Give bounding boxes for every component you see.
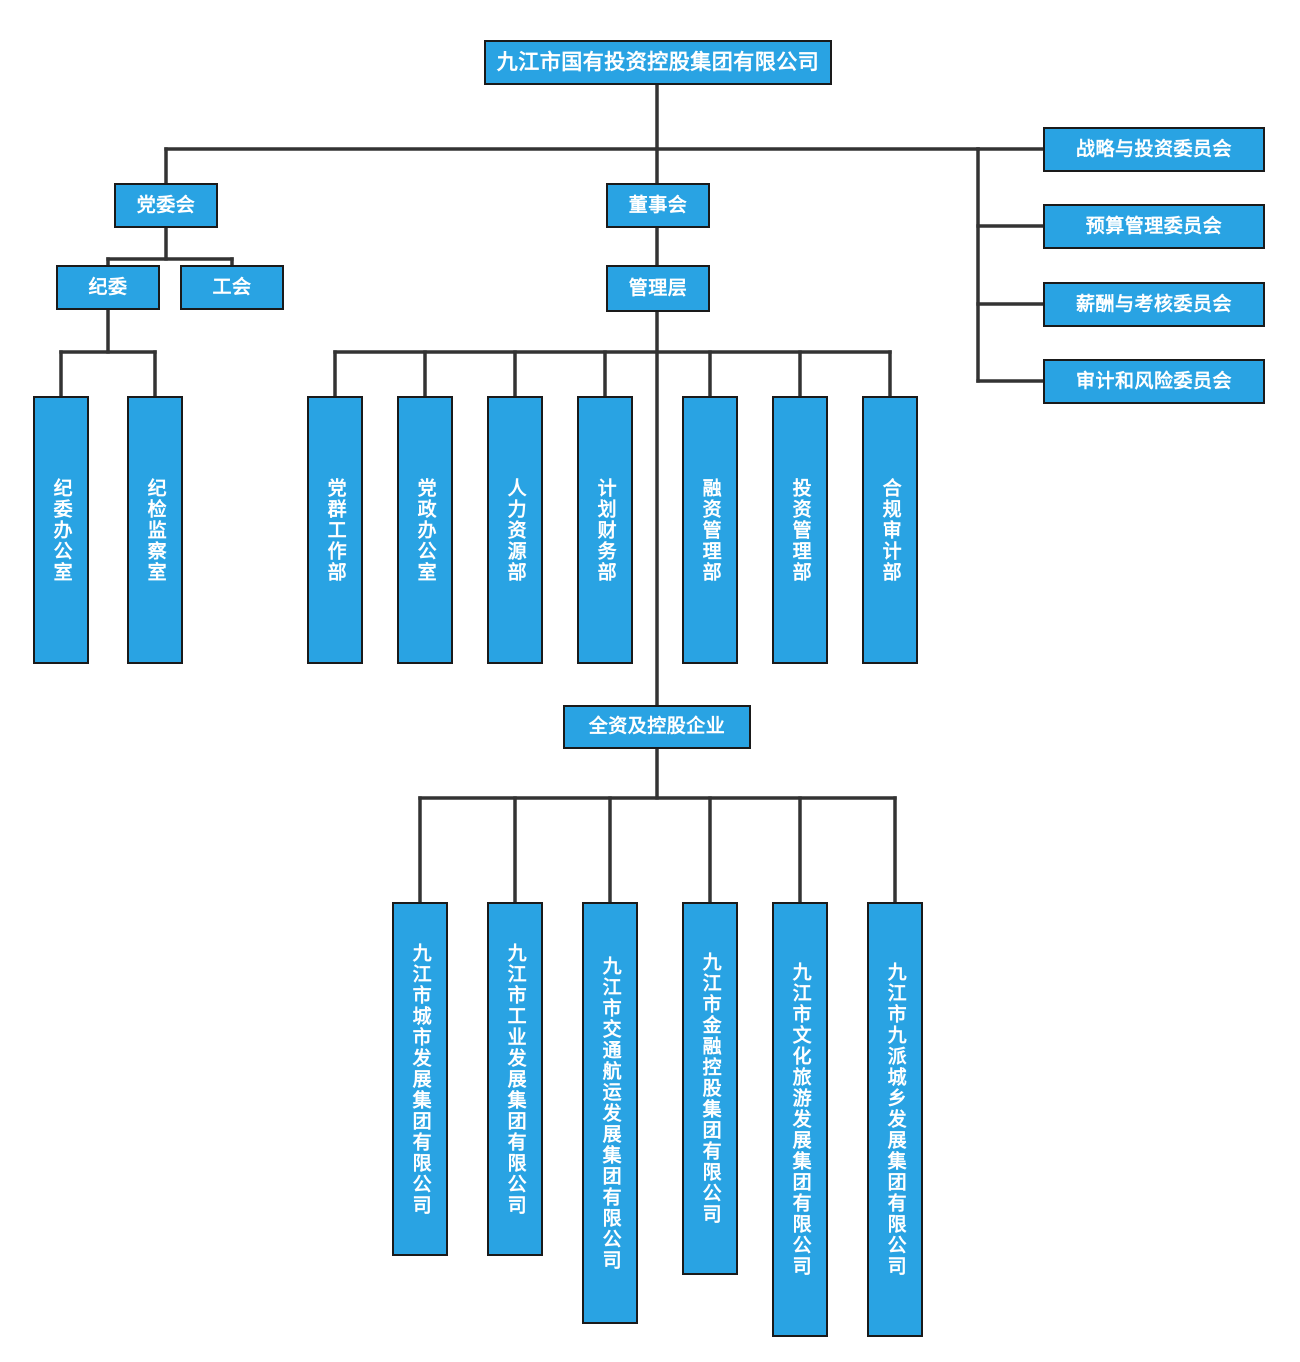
node-labor-union[interactable]: 工会 <box>180 265 284 310</box>
node-party-committee-label: 党委会 <box>136 193 196 216</box>
node-subsidiary-urban-development[interactable]: 九江市城市发展集团有限公司 <box>392 902 448 1256</box>
node-subsidiary-jiupai-urban-rural-development-label: 九江市九派城乡发展集团有限公司 <box>884 962 907 1277</box>
node-inspection-supervision-office-label: 纪检监察室 <box>144 477 167 583</box>
node-committee-audit-risk-label: 审计和风险委员会 <box>1075 369 1232 392</box>
node-dept-investment-management-label: 投资管理部 <box>789 477 812 583</box>
node-board-of-directors[interactable]: 董事会 <box>606 183 710 228</box>
node-dept-compliance-audit[interactable]: 合规审计部 <box>862 396 918 664</box>
node-committee-budget-management[interactable]: 预算管理委员会 <box>1043 204 1265 249</box>
node-dept-human-resources[interactable]: 人力资源部 <box>487 396 543 664</box>
node-committee-strategy-investment-label: 战略与投资委员会 <box>1075 137 1232 160</box>
node-wholly-owned-holding-enterprises[interactable]: 全资及控股企业 <box>563 705 751 749</box>
node-dept-human-resources-label: 人力资源部 <box>504 477 527 583</box>
node-subsidiary-financial-holding-label: 九江市金融控股集团有限公司 <box>699 952 722 1225</box>
node-party-committee[interactable]: 党委会 <box>114 183 218 228</box>
node-management-layer-label: 管理层 <box>628 276 688 299</box>
node-subsidiary-financial-holding[interactable]: 九江市金融控股集团有限公司 <box>682 902 738 1275</box>
node-dept-party-mass-work-label: 党群工作部 <box>324 477 347 583</box>
node-subsidiary-culture-tourism-development[interactable]: 九江市文化旅游发展集团有限公司 <box>772 902 828 1337</box>
node-subsidiary-urban-development-label: 九江市城市发展集团有限公司 <box>409 942 432 1216</box>
node-subsidiary-jiupai-urban-rural-development[interactable]: 九江市九派城乡发展集团有限公司 <box>867 902 923 1337</box>
node-committee-compensation-assessment[interactable]: 薪酬与考核委员会 <box>1043 282 1265 327</box>
node-discipline-office[interactable]: 纪委办公室 <box>33 396 89 664</box>
node-dept-financing-management[interactable]: 融资管理部 <box>682 396 738 664</box>
node-management-layer[interactable]: 管理层 <box>606 265 710 312</box>
node-committee-budget-management-label: 预算管理委员会 <box>1085 214 1223 237</box>
node-subsidiary-transport-shipping-development[interactable]: 九江市交通航运发展集团有限公司 <box>582 902 638 1324</box>
node-wholly-owned-holding-enterprises-label: 全资及控股企业 <box>588 715 726 738</box>
node-dept-compliance-audit-label: 合规审计部 <box>879 477 902 583</box>
node-discipline-committee-label: 纪委 <box>88 275 128 298</box>
node-labor-union-label: 工会 <box>212 275 252 298</box>
node-root[interactable]: 九江市国有投资控股集团有限公司 <box>484 40 832 85</box>
node-subsidiary-culture-tourism-development-label: 九江市文化旅游发展集团有限公司 <box>789 962 812 1277</box>
node-subsidiary-transport-shipping-development-label: 九江市交通航运发展集团有限公司 <box>599 955 622 1271</box>
node-dept-party-government-office[interactable]: 党政办公室 <box>397 396 453 664</box>
node-board-of-directors-label: 董事会 <box>628 193 688 216</box>
node-committee-audit-risk[interactable]: 审计和风险委员会 <box>1043 359 1265 404</box>
node-discipline-committee[interactable]: 纪委 <box>56 265 160 310</box>
node-dept-planning-finance-label: 计划财务部 <box>594 477 617 583</box>
node-root-label: 九江市国有投资控股集团有限公司 <box>496 50 820 75</box>
node-committee-compensation-assessment-label: 薪酬与考核委员会 <box>1075 292 1232 315</box>
node-subsidiary-industrial-development[interactable]: 九江市工业发展集团有限公司 <box>487 902 543 1256</box>
node-discipline-office-label: 纪委办公室 <box>50 477 73 583</box>
node-subsidiary-industrial-development-label: 九江市工业发展集团有限公司 <box>504 942 527 1216</box>
node-dept-investment-management[interactable]: 投资管理部 <box>772 396 828 664</box>
node-dept-party-mass-work[interactable]: 党群工作部 <box>307 396 363 664</box>
node-inspection-supervision-office[interactable]: 纪检监察室 <box>127 396 183 664</box>
node-committee-strategy-investment[interactable]: 战略与投资委员会 <box>1043 127 1265 172</box>
node-dept-party-government-office-label: 党政办公室 <box>414 477 437 583</box>
node-dept-financing-management-label: 融资管理部 <box>699 477 722 583</box>
node-dept-planning-finance[interactable]: 计划财务部 <box>577 396 633 664</box>
